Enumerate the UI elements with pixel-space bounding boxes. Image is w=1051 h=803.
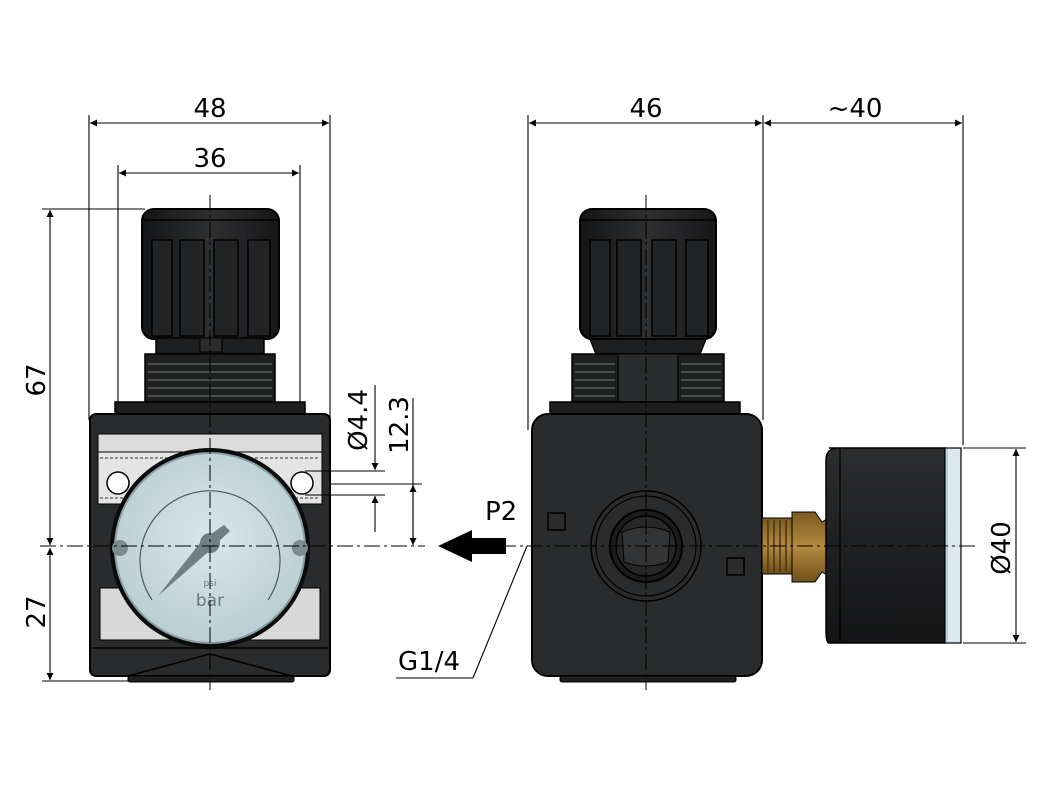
dimension-gauge-projection: ~40 xyxy=(764,94,964,445)
svg-text:27: 27 xyxy=(22,595,52,628)
svg-text:48: 48 xyxy=(193,94,226,124)
dimension-mounting-hole: Ø4.4 xyxy=(305,385,385,532)
mounting-hole-left xyxy=(106,471,130,495)
outlet-flow-arrow: P2 xyxy=(438,497,517,562)
svg-text:Ø40: Ø40 xyxy=(987,521,1017,575)
dimension-height-top: 67 xyxy=(22,208,145,545)
dimension-hole-spacing: 12.3 xyxy=(330,396,422,545)
dimension-gauge-diameter: Ø40 xyxy=(963,447,1026,644)
arrow-left-icon xyxy=(438,530,506,562)
front-view: psi bar 48 36 67 27 xyxy=(22,94,425,690)
thread-callout: G1/4 xyxy=(396,545,528,679)
port-label-p2: P2 xyxy=(485,497,517,527)
gauge-needle xyxy=(158,525,230,596)
side-view: 46 ~40 Ø40 P2 G1/4 xyxy=(396,94,1026,690)
dimension-height-bottom: 27 xyxy=(22,548,128,682)
regulator-body-side xyxy=(531,413,763,683)
dimension-body-depth: 46 xyxy=(527,94,764,430)
gauge-scale-arc xyxy=(139,490,281,601)
svg-text:36: 36 xyxy=(193,144,226,174)
svg-text:~40: ~40 xyxy=(828,94,883,124)
svg-text:Ø4.4: Ø4.4 xyxy=(344,389,374,451)
adjustment-knob-side xyxy=(549,208,741,417)
svg-text:67: 67 xyxy=(22,363,52,396)
svg-text:12.3: 12.3 xyxy=(385,396,415,454)
mounting-hole-right xyxy=(290,471,314,495)
svg-text:46: 46 xyxy=(629,94,662,124)
body-marker-right xyxy=(726,557,745,576)
body-marker-left xyxy=(547,512,566,531)
thread-label-g14: G1/4 xyxy=(398,647,460,677)
dimension-overall-width: 48 xyxy=(88,94,331,420)
dimension-knob-width: 36 xyxy=(117,144,301,402)
